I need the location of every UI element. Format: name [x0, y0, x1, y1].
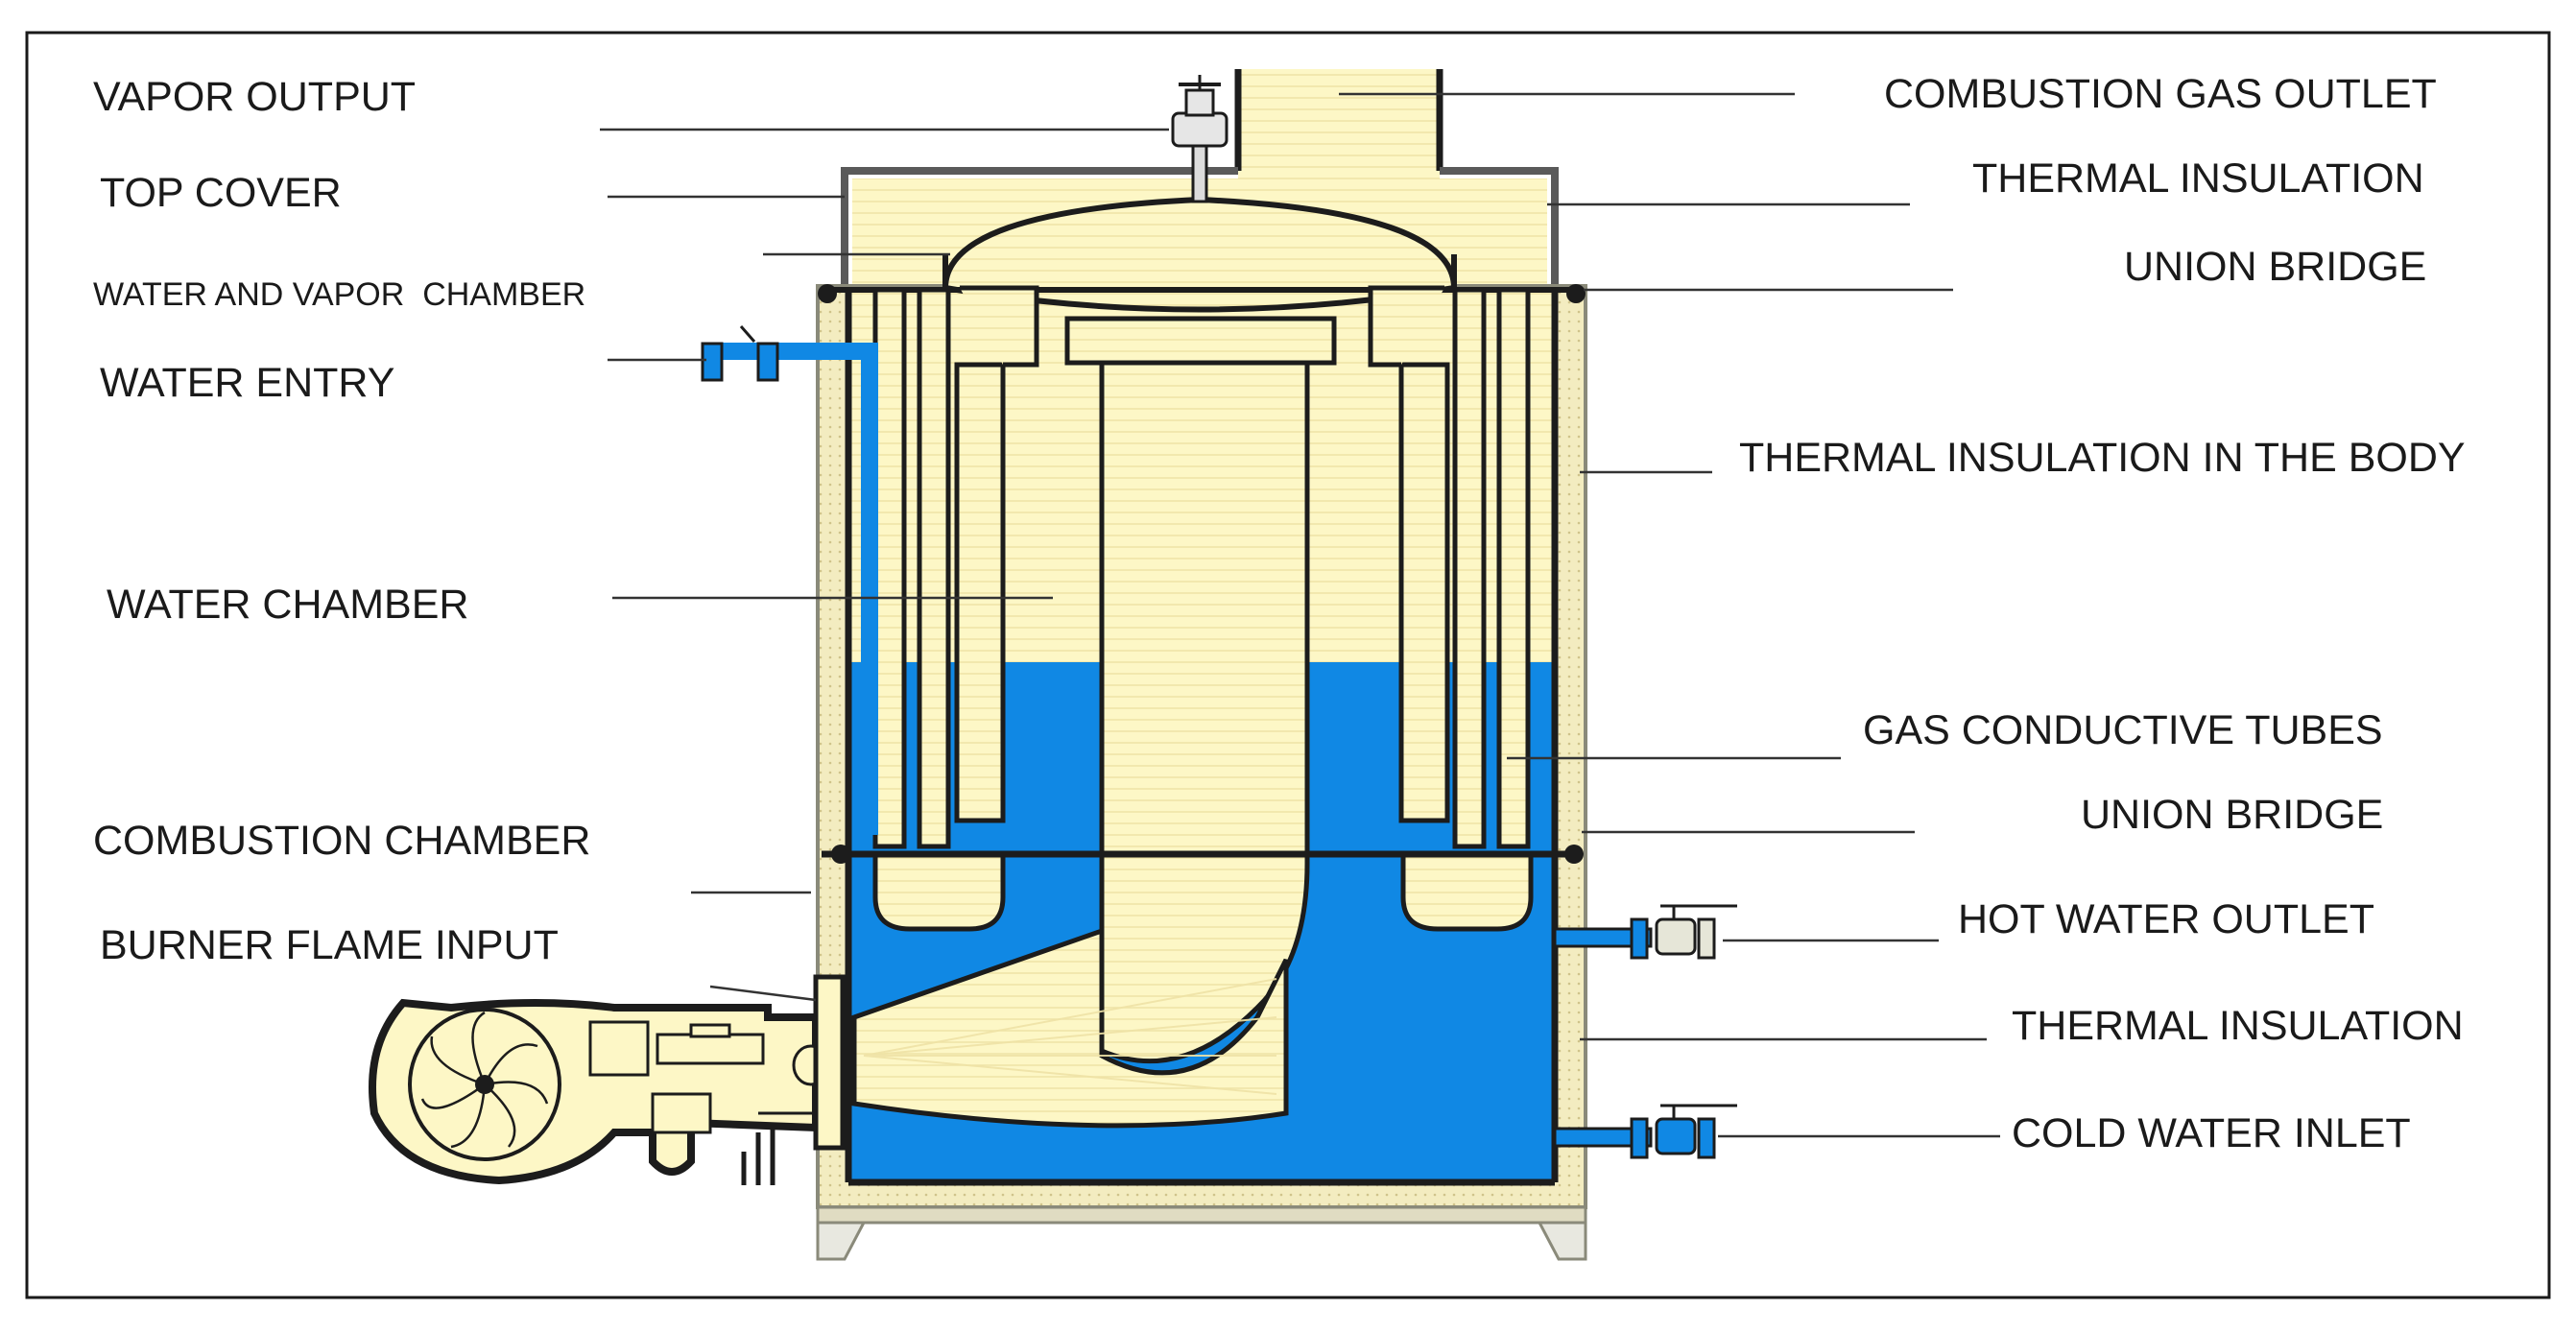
label-water-entry: WATER ENTRY	[100, 360, 394, 406]
label-top-cover: TOP COVER	[100, 170, 342, 216]
left-labels: VAPOR OUTPUT TOP COVER WATER AND VAPOR C…	[93, 74, 590, 968]
label-gas-conductive-tubes: GAS CONDUCTIVE TUBES	[1863, 707, 2383, 753]
label-vapor-output: VAPOR OUTPUT	[93, 74, 416, 120]
vapor-valve	[1171, 75, 1228, 148]
label-water-chamber: WATER CHAMBER	[107, 582, 468, 628]
leader-lines	[600, 92, 2000, 1138]
top-cover	[841, 167, 1559, 288]
cold-water-inlet-pipe	[1553, 1104, 1737, 1159]
label-union-bridge-lower: UNION BRIDGE	[2081, 792, 2383, 838]
label-cold-water-inlet: COLD WATER INLET	[2012, 1110, 2411, 1156]
label-water-and-vapor-chamber: WATER AND VAPOR CHAMBER	[93, 276, 585, 313]
label-thermal-insulation-lower: THERMAL INSULATION	[2012, 1003, 2464, 1049]
label-hot-water-outlet: HOT WATER OUTLET	[1958, 896, 2374, 942]
water-entry-pipe	[701, 325, 878, 835]
hot-water-outlet-pipe	[1553, 904, 1737, 960]
chimney	[1238, 69, 1440, 179]
vapor-dome	[942, 196, 1458, 313]
label-union-bridge-upper: UNION BRIDGE	[2124, 244, 2426, 290]
combustion-chamber	[851, 927, 1289, 1129]
burner-assembly	[369, 974, 854, 1185]
right-labels: COMBUSTION GAS OUTLET THERMAL INSULATION…	[1739, 71, 2466, 1156]
label-combustion-gas-outlet: COMBUSTION GAS OUTLET	[1884, 71, 2437, 117]
boiler-body	[701, 69, 1737, 1261]
label-burner-flame-input: BURNER FLAME INPUT	[100, 922, 559, 968]
left-gas-tubes	[872, 285, 1039, 849]
central-flue	[1099, 360, 1310, 1064]
right-gas-tubes	[1368, 285, 1531, 849]
label-combustion-chamber: COMBUSTION CHAMBER	[93, 818, 590, 864]
label-thermal-insulation-top: THERMAL INSULATION	[1972, 155, 2424, 202]
label-thermal-insulation-body: THERMAL INSULATION IN THE BODY	[1739, 435, 2466, 481]
